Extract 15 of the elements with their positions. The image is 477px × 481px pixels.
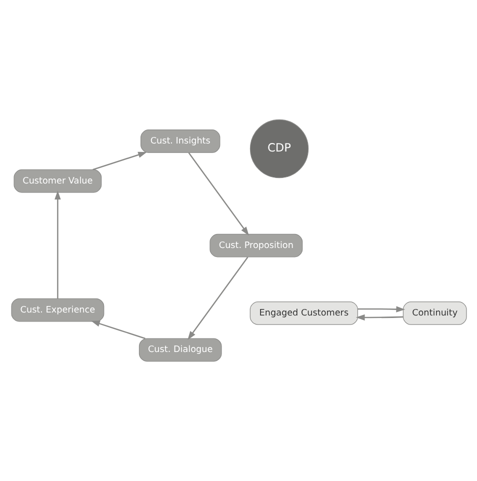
node-box: Cust. Insights	[140, 130, 220, 153]
arrow	[90, 320, 145, 340]
arrow	[187, 256, 248, 340]
node-box: Customer Value	[13, 169, 102, 193]
node-box: Cust. Dialogue	[138, 338, 222, 362]
node-box: Cust. Experience	[10, 298, 104, 322]
arrow	[357, 306, 405, 312]
arrow	[355, 314, 403, 321]
node-box: Continuity	[402, 302, 466, 325]
node-box: Cust. Proposition	[209, 234, 302, 258]
arrow	[54, 190, 60, 299]
arrow	[188, 152, 248, 236]
arrow	[92, 152, 147, 170]
node-box: Engaged Customers	[249, 302, 358, 325]
node-circle: CDP	[249, 119, 308, 178]
